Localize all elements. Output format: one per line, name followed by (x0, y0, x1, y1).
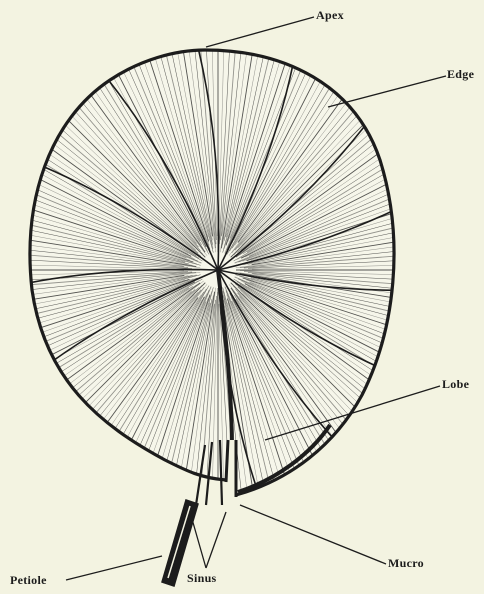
edge-leader (328, 76, 446, 107)
apex-label: Apex (316, 8, 344, 23)
petiole-leader (66, 556, 162, 580)
petiole-label: Petiole (10, 573, 47, 588)
sinus-notch (226, 440, 236, 497)
edge-label: Edge (447, 67, 474, 82)
sinus-label: Sinus (187, 571, 217, 586)
sinus-leader-right (206, 512, 226, 568)
sinus-leader-left (190, 512, 206, 568)
lobe-label: Lobe (442, 377, 469, 392)
mucro-label: Mucro (388, 556, 424, 571)
apex-leader (206, 17, 314, 47)
mucro-leader (240, 505, 386, 564)
